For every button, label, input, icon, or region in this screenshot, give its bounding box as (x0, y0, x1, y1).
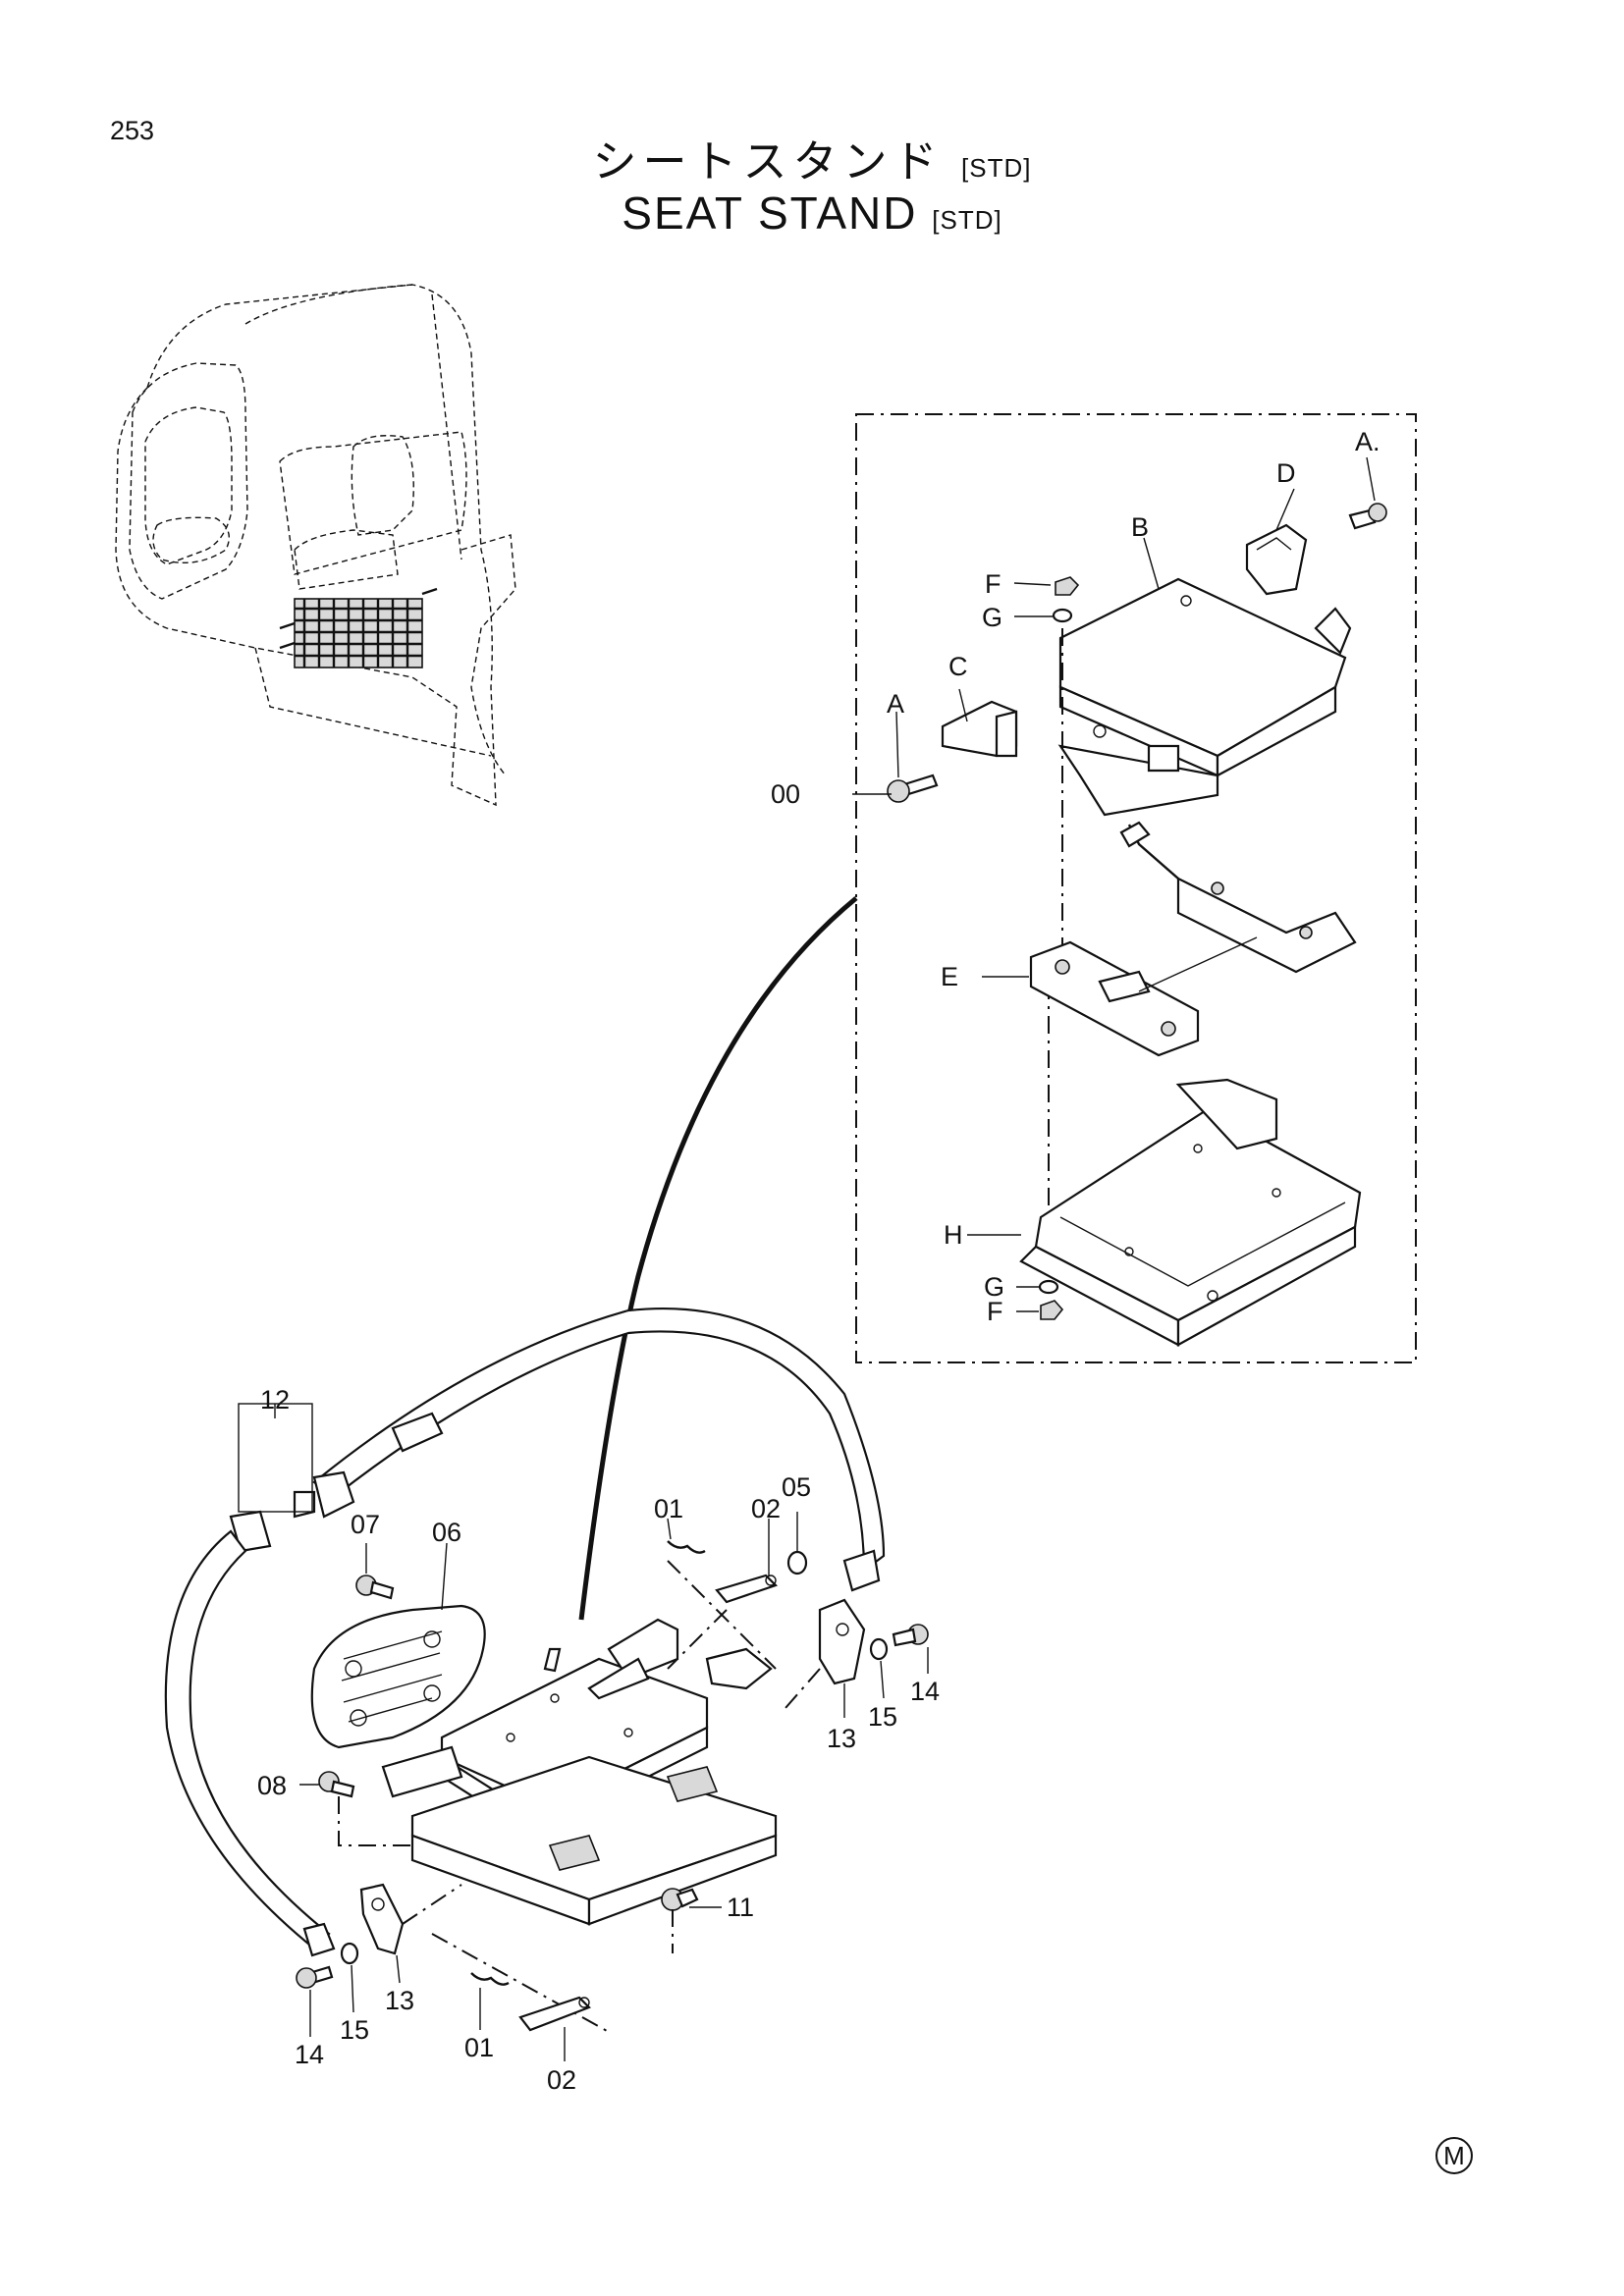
label-c: C (948, 652, 968, 681)
alignment-lines-pins-top (667, 1560, 777, 1670)
bolt-08 (318, 1771, 355, 1798)
alignment-line-13-right (785, 1668, 821, 1709)
title-jp-text: シートスタンド (592, 136, 944, 187)
label-e: E (941, 962, 958, 991)
label-07: 07 (351, 1510, 380, 1539)
label-a-top: A. (1355, 427, 1380, 456)
washer-g-bottom (1038, 1279, 1059, 1295)
label-d: D (1276, 458, 1296, 488)
alignment-lines-13-left (402, 1884, 610, 2033)
bracket-d (1245, 523, 1308, 596)
label-08: 08 (257, 1771, 287, 1800)
bracket-b (1057, 577, 1352, 817)
title-en-text: SEAT STAND (622, 187, 918, 239)
bolt-14-left (296, 1965, 334, 1989)
cab-seat-stand-highlight (279, 587, 438, 668)
washer-15-left (340, 1942, 359, 1965)
pin-01-bottom (470, 1972, 510, 1986)
step-plate-06 (310, 1604, 486, 1749)
label-13-left: 13 (385, 1986, 414, 2015)
bolt-14-right (892, 1624, 929, 1647)
manufacturer-mark: M (1435, 2137, 1473, 2174)
title-jp-tag: [STD] (961, 153, 1032, 183)
detail-callout-curve (578, 896, 858, 1621)
alignment-line-08 (338, 1796, 412, 1846)
detail-boundary-box (855, 413, 1417, 1363)
page-number: 253 (110, 116, 155, 145)
label-12: 12 (260, 1385, 290, 1415)
label-14-left: 14 (295, 2040, 324, 2069)
label-02-top: 02 (751, 1494, 781, 1523)
label-h: H (944, 1220, 963, 1250)
washer-15-right (869, 1637, 889, 1661)
seat-stand-main-body (381, 1618, 778, 1926)
washer-g-top (1052, 608, 1073, 623)
label-g-bottom: G (984, 1272, 1004, 1302)
label-f-bottom: F (987, 1297, 1003, 1326)
label-a-left: A (887, 689, 904, 719)
title-english: SEAT STAND [STD] (0, 187, 1624, 240)
washer-05 (786, 1550, 808, 1575)
title-en-tag: [STD] (932, 205, 1002, 235)
bolt-07 (355, 1575, 395, 1600)
label-f-top: F (985, 569, 1001, 599)
base-plate-h (1019, 1078, 1362, 1347)
label-01-bottom: 01 (464, 2033, 494, 2062)
slide-rail-right (1119, 821, 1357, 974)
slide-rail-e (1029, 936, 1258, 1057)
bolt-a-left (887, 774, 939, 803)
bracket-c (941, 700, 1018, 758)
nut-f-bottom (1040, 1300, 1064, 1320)
leader-lines (274, 456, 1376, 2061)
label-02-bottom: 02 (547, 2065, 576, 2095)
bolt-11 (661, 1888, 699, 1911)
title-japanese: シートスタンド [STD] (0, 126, 1624, 189)
label-14-right: 14 (910, 1677, 940, 1706)
label-b: B (1131, 512, 1149, 542)
bracket-13-left (359, 1883, 405, 1955)
cab-locator-illustration (115, 284, 516, 807)
label-01-top: 01 (654, 1494, 683, 1523)
bracket-13-right (818, 1598, 866, 1685)
label-g-top: G (982, 603, 1002, 632)
label-15-left: 15 (340, 2015, 369, 2045)
label-06: 06 (432, 1518, 461, 1547)
label-13-right: 13 (827, 1724, 856, 1753)
bolt-a-top (1348, 503, 1387, 530)
label-05: 05 (782, 1472, 811, 1502)
pin-01-top (667, 1540, 706, 1554)
pin-02-bottom (518, 1996, 591, 2032)
nut-f-top (1055, 576, 1080, 596)
label-00: 00 (771, 779, 800, 809)
label-15-right: 15 (868, 1702, 897, 1732)
label-11: 11 (727, 1893, 754, 1922)
pin-02-top (715, 1574, 779, 1604)
